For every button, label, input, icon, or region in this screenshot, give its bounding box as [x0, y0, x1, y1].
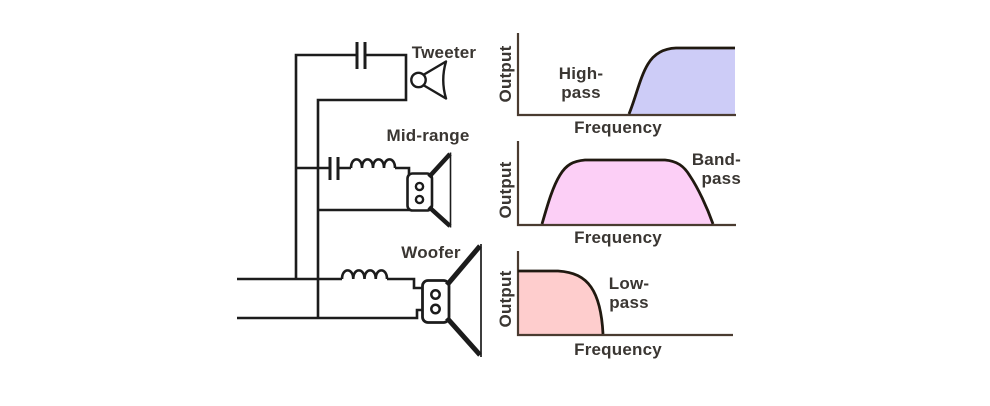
highpass-curve [627, 46, 735, 115]
tweeter-label: Tweeter [411, 43, 477, 62]
highpass-x-axis-label: Frequency [574, 118, 662, 137]
highpass-y-axis-label: Output [496, 45, 515, 103]
crossover-circuit [237, 42, 482, 357]
response-curves [518, 46, 735, 335]
highpass-area-fill [629, 48, 735, 114]
lowpass-y-axis-label: Output [496, 270, 515, 328]
tweeter-horn-icon [410, 60, 448, 100]
lowpass-curve-label-line2: pass [609, 292, 649, 312]
highpass-axes [516, 33, 736, 117]
inductor-midrange [349, 158, 397, 169]
woofer-driver-body [421, 279, 451, 324]
highpass-curve-label-line1: High- [558, 64, 604, 83]
bandpass-curve [540, 158, 715, 225]
woofer-speaker-icon [421, 244, 482, 357]
midrange-bottom-wire [318, 203, 412, 212]
lowpass-curve-label: Low- pass [608, 274, 650, 312]
midrange-cone [427, 152, 452, 228]
tweeter-driver-circle [410, 71, 427, 89]
positive-bus-wire [294, 53, 357, 279]
bandpass-y-axis-label: Output [496, 161, 515, 219]
woofer-cone [445, 244, 482, 357]
negative-bus-wire [316, 53, 408, 318]
bandpass-curve-label-line1: Band- [691, 150, 741, 169]
woofer-label: Woofer [401, 243, 461, 262]
woofer-terminal-top [430, 289, 441, 300]
input-wire-negative [237, 308, 424, 320]
midrange-terminal-bottom [414, 194, 425, 205]
inductor-woofer [340, 269, 389, 280]
highpass-curve-label-line2: pass [561, 82, 601, 102]
capacitor-tweeter [355, 42, 367, 69]
midrange-terminal-top [414, 181, 425, 192]
lowpass-curve-label-line1: Low- [608, 274, 650, 293]
capacitor-midrange [328, 157, 340, 180]
midrange-label: Mid-range [386, 126, 470, 145]
midrange-speaker-icon [406, 152, 452, 228]
highpass-curve-label: High- pass [558, 64, 604, 102]
tweeter-horn-bell [423, 60, 448, 100]
bandpass-area-fill [542, 160, 713, 224]
lowpass-area-fill [518, 271, 603, 334]
lowpass-curve [518, 269, 605, 335]
input-wire-positive [237, 277, 424, 290]
midrange-top-wire [296, 166, 411, 181]
bandpass-axes [516, 141, 736, 227]
lowpass-x-axis-label: Frequency [574, 340, 662, 359]
lowpass-axes [516, 251, 733, 337]
plot-axes [516, 33, 736, 337]
bandpass-curve-label-line2: pass [701, 168, 741, 188]
midrange-driver-body [406, 172, 434, 212]
bandpass-curve-label: Band- pass [691, 150, 741, 188]
woofer-terminal-bottom [430, 303, 441, 315]
bandpass-x-axis-label: Frequency [574, 228, 662, 247]
